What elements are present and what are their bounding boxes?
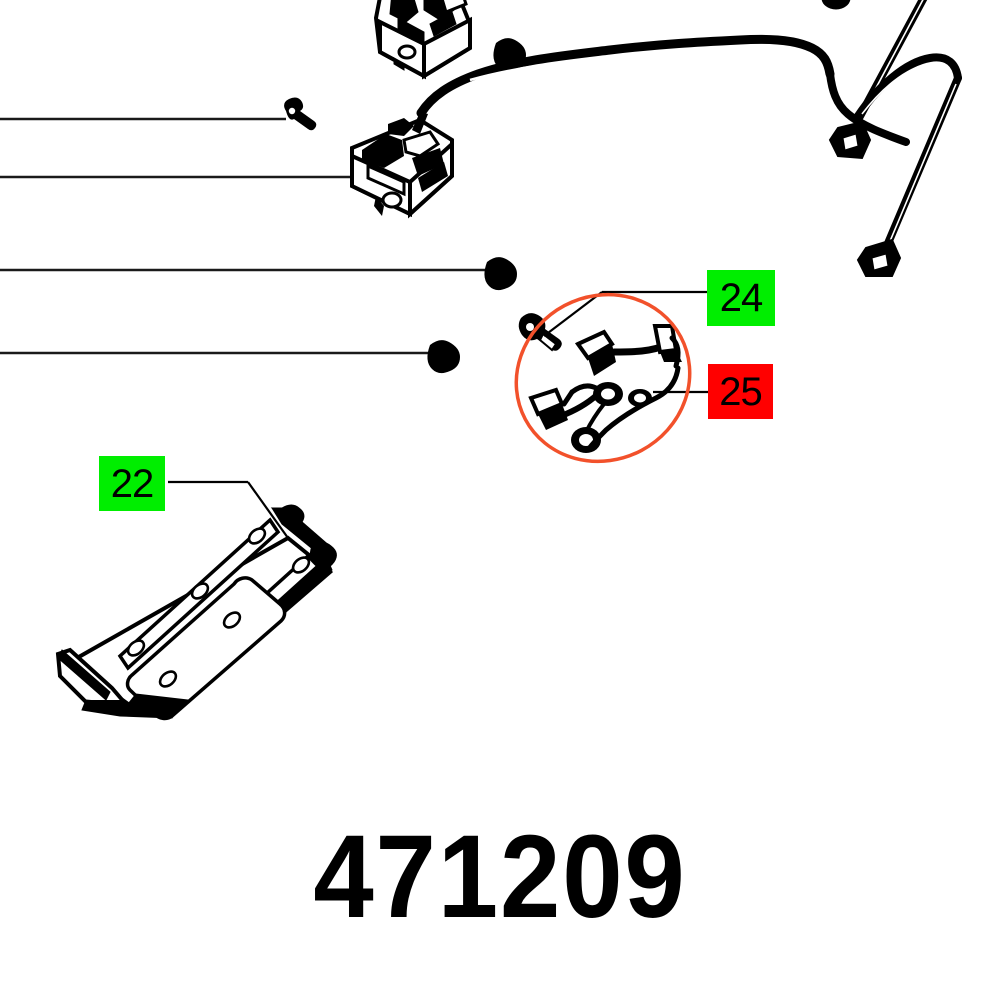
nut-icon-3 [484,257,517,291]
leader-line-22-diagonal [247,481,289,539]
bolt-icon-24 [518,313,562,352]
callout-label-24: 24 [719,276,763,320]
callout-label-25: 25 [719,369,762,414]
leader-line-24-diagonal [543,291,603,337]
nut-icon-4 [427,340,460,374]
highlight-ellipse [514,292,692,464]
leader-22-group [168,480,289,539]
mounting-holes [126,527,311,688]
pivot-eyelets [571,382,652,453]
switch-module-upper [373,0,472,80]
bracket-assembly-24-25 [518,290,708,453]
callout-badge-22[interactable]: 22 [99,456,165,511]
screw-icon-1 [284,97,317,131]
callout-badge-24[interactable]: 24 [707,270,775,326]
callout-label-22: 22 [110,461,154,506]
part-number-label: 471209 [313,811,687,943]
switch-module-lower [350,112,454,219]
callout-badge-25[interactable]: 25 [708,364,773,419]
rod-bracket-assembly [821,0,962,277]
leader-lines-group [0,117,487,355]
base-plate-22 [55,504,337,721]
cable-harness [416,34,910,146]
